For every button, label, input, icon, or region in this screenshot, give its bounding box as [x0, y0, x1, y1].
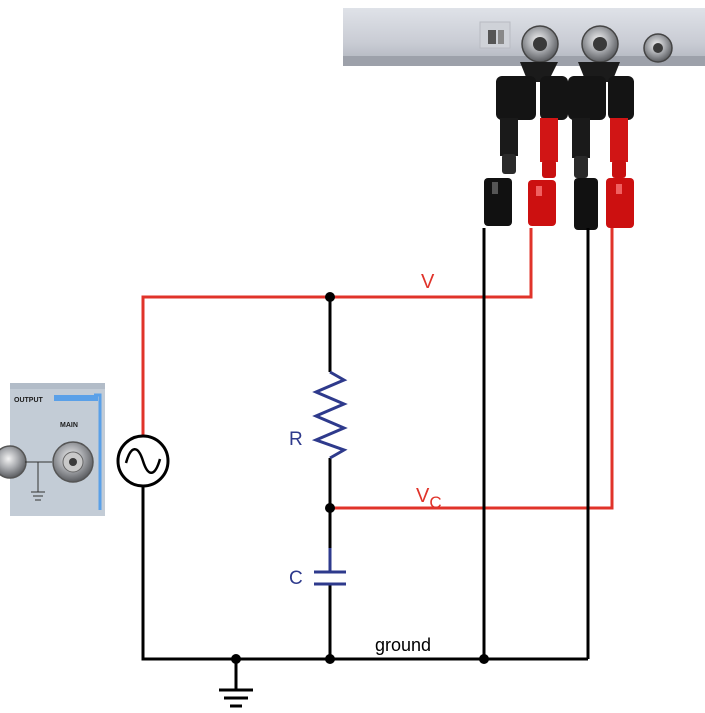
- probe-2-adapter: [568, 62, 634, 120]
- channel-1-bnc-connector: [521, 25, 559, 63]
- junction-node-ground-right: [479, 654, 489, 664]
- generator-aux-bnc-connector: [0, 445, 27, 479]
- probe-1-red-lead: [528, 118, 558, 226]
- junction-node-ground-left: [231, 654, 241, 664]
- generator-ground-icon: [25, 461, 52, 501]
- ground-label: ground: [375, 635, 431, 655]
- probe-1-black-lead: [484, 118, 518, 226]
- vc-label-subscript: C: [429, 493, 441, 512]
- ac-source-icon: [116, 434, 170, 488]
- probe-1-adapter: [496, 62, 568, 120]
- capacitor: [314, 548, 346, 586]
- junction-node-top: [325, 292, 335, 302]
- vc-label-main: V: [416, 485, 430, 507]
- ground-wire: [141, 486, 588, 661]
- ext-trigger-bnc-connector: [643, 33, 673, 63]
- v-label: V: [421, 271, 435, 293]
- resistor-label: R: [289, 429, 303, 450]
- resistor: [311, 370, 348, 460]
- vc-label: VC: [416, 485, 442, 512]
- signal-wire-v: [141, 228, 533, 436]
- ground-symbol-icon: [219, 688, 253, 708]
- generator-main-bnc-connector: [52, 441, 94, 483]
- probe-2-red-lead: [606, 118, 634, 228]
- capacitor-label: C: [289, 568, 303, 589]
- function-generator-output-panel: OUTPUT MAIN: [0, 383, 105, 516]
- generator-main-label: MAIN: [60, 422, 78, 429]
- signal-wire-vc: [330, 228, 614, 510]
- junction-node-vc: [325, 503, 335, 513]
- channel-2-bnc-connector: [581, 25, 619, 63]
- junction-node-ground-middle: [325, 654, 335, 664]
- generator-output-label: OUTPUT: [14, 397, 44, 404]
- probe-2-black-lead: [572, 118, 598, 230]
- oscilloscope-front-panel: [343, 8, 705, 66]
